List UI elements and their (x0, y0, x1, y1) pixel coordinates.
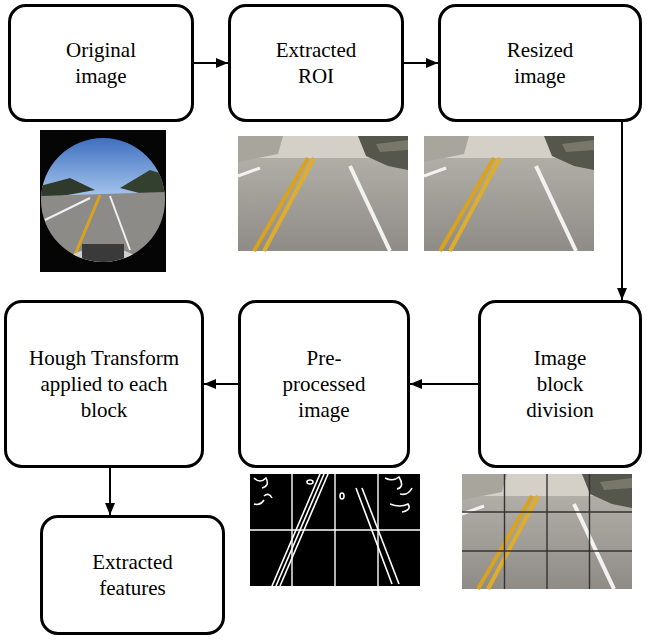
box-label: Image block division (519, 345, 601, 424)
resized-photo (424, 136, 594, 251)
flow-arrow (404, 62, 438, 64)
process-box: Original image (8, 4, 194, 122)
flow-arrow (204, 383, 238, 385)
box-label: Hough Transform applied to each block (28, 345, 180, 424)
flow-arrow (621, 122, 623, 300)
box-label: Resized image (495, 37, 585, 90)
process-box: Hough Transform applied to each block (4, 300, 204, 468)
block-division-photo (462, 474, 632, 589)
flow-arrow (194, 62, 228, 64)
process-box: Resized image (438, 4, 642, 122)
process-box: Extracted ROI (228, 4, 404, 122)
process-box: Pre- processed image (238, 300, 410, 468)
box-label: Pre- processed image (276, 345, 372, 424)
process-box: Image block division (478, 300, 642, 468)
edge-image (250, 474, 420, 586)
flow-arrow (109, 468, 111, 515)
box-label: Extracted ROI (266, 37, 366, 90)
box-label: Extracted features (83, 549, 183, 602)
roi-photo (238, 136, 408, 251)
original-photo (40, 130, 166, 272)
box-label: Original image (51, 37, 151, 90)
flow-arrow (410, 383, 478, 385)
process-box: Extracted features (40, 515, 225, 635)
